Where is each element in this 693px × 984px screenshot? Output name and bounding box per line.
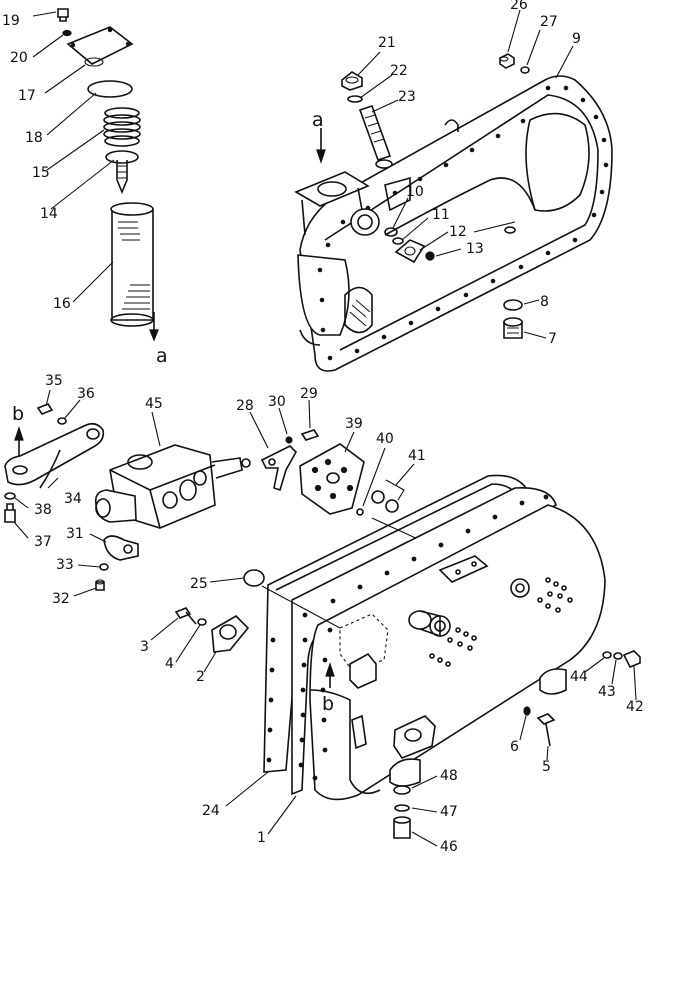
label-b-top: b xyxy=(12,403,24,425)
label-38: 38 xyxy=(34,502,52,518)
label-43: 43 xyxy=(598,684,616,700)
label-3: 3 xyxy=(140,639,149,655)
label-9: 9 xyxy=(572,31,581,47)
label-14: 14 xyxy=(40,206,58,222)
label-22: 22 xyxy=(390,63,408,79)
label-18: 18 xyxy=(25,130,43,146)
label-5: 5 xyxy=(542,759,551,775)
label-46: 46 xyxy=(440,839,458,855)
label-29: 29 xyxy=(300,386,318,402)
middle-parts xyxy=(260,429,405,516)
leaders-middle xyxy=(249,399,421,541)
label-4: 4 xyxy=(165,656,174,672)
lower-oil-pan xyxy=(263,474,606,801)
label-a-top: a xyxy=(312,109,324,131)
label-a-bottom: a xyxy=(156,345,168,367)
label-20: 20 xyxy=(10,50,28,66)
label-16: 16 xyxy=(53,296,71,312)
label-23: 23 xyxy=(398,89,416,105)
label-b-bottom: b xyxy=(322,693,334,715)
label-41: 41 xyxy=(408,448,426,464)
upper-oil-pan xyxy=(294,75,613,372)
label-47: 47 xyxy=(440,804,458,820)
pump-assembly xyxy=(4,403,251,591)
leaders-bottom xyxy=(150,577,637,847)
leaders-left-top xyxy=(32,11,115,303)
label-28: 28 xyxy=(236,398,254,414)
label-40: 40 xyxy=(376,431,394,447)
label-12: 12 xyxy=(449,224,467,240)
leaders-top-right xyxy=(316,9,574,339)
label-27: 27 xyxy=(540,14,558,30)
label-24: 24 xyxy=(202,803,220,819)
label-11: 11 xyxy=(432,207,450,223)
label-2: 2 xyxy=(196,669,205,685)
label-33: 33 xyxy=(56,557,74,573)
label-44: 44 xyxy=(570,669,588,685)
label-30: 30 xyxy=(268,394,286,410)
part-labels: 19 20 17 18 15 14 16 a a 21 22 23 26 27 … xyxy=(2,0,644,855)
label-13: 13 xyxy=(466,241,484,257)
label-10: 10 xyxy=(406,184,424,200)
label-48: 48 xyxy=(440,768,458,784)
label-42: 42 xyxy=(626,699,644,715)
label-8: 8 xyxy=(540,294,549,310)
label-36: 36 xyxy=(77,386,95,402)
label-6: 6 xyxy=(510,739,519,755)
label-1: 1 xyxy=(257,830,266,846)
label-7: 7 xyxy=(548,331,557,347)
leaders-middle-left xyxy=(13,389,161,597)
label-37: 37 xyxy=(34,534,52,550)
upper-pan-small-parts xyxy=(341,53,530,339)
filter-assembly xyxy=(57,8,159,342)
label-35: 35 xyxy=(45,373,63,389)
lower-pan-small-parts xyxy=(174,569,641,839)
label-32: 32 xyxy=(52,591,70,607)
label-34: 34 xyxy=(64,491,82,507)
label-31: 31 xyxy=(66,526,84,542)
label-17: 17 xyxy=(18,88,36,104)
label-25: 25 xyxy=(190,576,208,592)
label-15: 15 xyxy=(32,165,50,181)
label-19: 19 xyxy=(2,13,20,29)
label-39: 39 xyxy=(345,416,363,432)
label-26: 26 xyxy=(510,0,528,13)
label-21: 21 xyxy=(378,35,396,51)
label-45: 45 xyxy=(145,396,163,412)
